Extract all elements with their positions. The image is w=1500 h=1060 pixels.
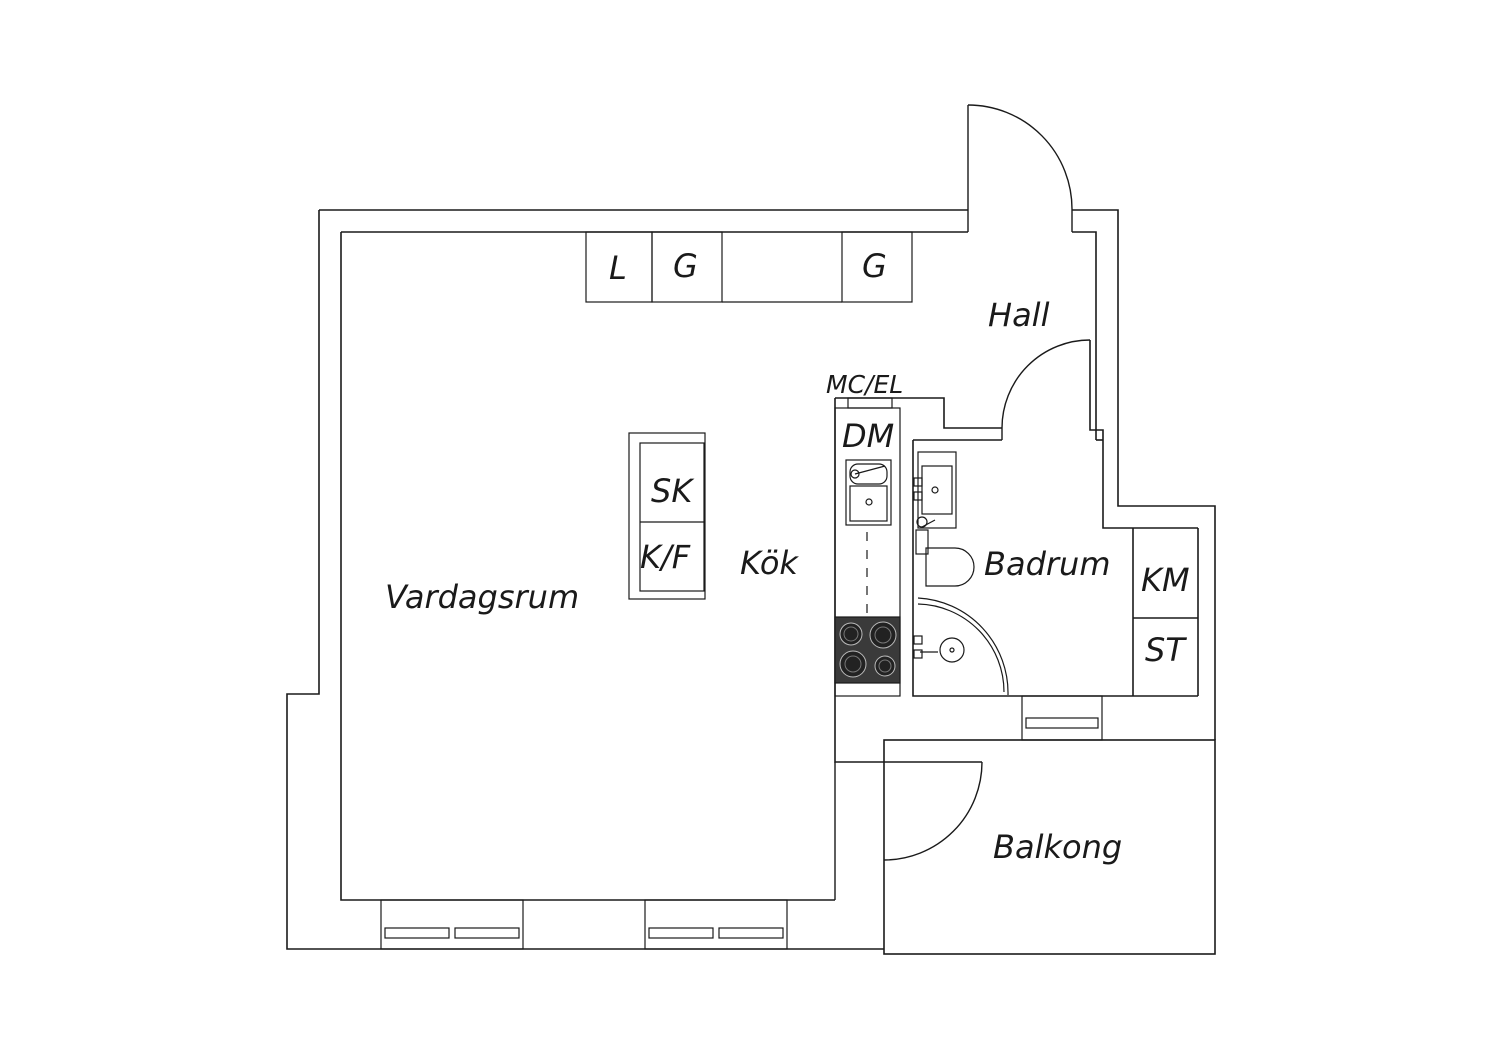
- balcony-door: [834, 761, 983, 900]
- room-label-living: Vardagsrum: [385, 578, 579, 616]
- wardrobe-1-label: G: [673, 247, 698, 285]
- fridge-freezer-label: K/F: [640, 538, 691, 576]
- room-label-hall: Hall: [988, 296, 1050, 334]
- balcony-outline: [883, 739, 1216, 955]
- bathroom-door: [1001, 339, 1091, 440]
- freezer-label: SK: [651, 472, 695, 510]
- bathroom-window: [1021, 695, 1103, 741]
- hall-wall: [1089, 340, 1198, 529]
- wardrobe-2-label: G: [862, 247, 887, 285]
- window-right: [644, 899, 788, 950]
- bathroom-sink: [913, 451, 957, 529]
- entrance-door: [967, 104, 1073, 232]
- shower: [913, 597, 1009, 696]
- fridge-unit: [628, 432, 706, 600]
- room-label-balcony: Balkong: [993, 828, 1122, 866]
- room-label-kitchen: Kök: [740, 544, 799, 582]
- stove: [834, 616, 901, 684]
- media-central-label: MC/EL: [826, 370, 903, 399]
- room-label-bathroom: Badrum: [984, 545, 1110, 583]
- window-left: [380, 899, 524, 950]
- dryer-label: ST: [1145, 631, 1187, 669]
- toilet: [915, 529, 975, 587]
- wardrobe-row: [585, 231, 913, 303]
- washing-machine-label: KM: [1141, 561, 1190, 599]
- wardrobe-linen-label: L: [609, 249, 627, 287]
- dishwasher-label: DM: [842, 417, 894, 455]
